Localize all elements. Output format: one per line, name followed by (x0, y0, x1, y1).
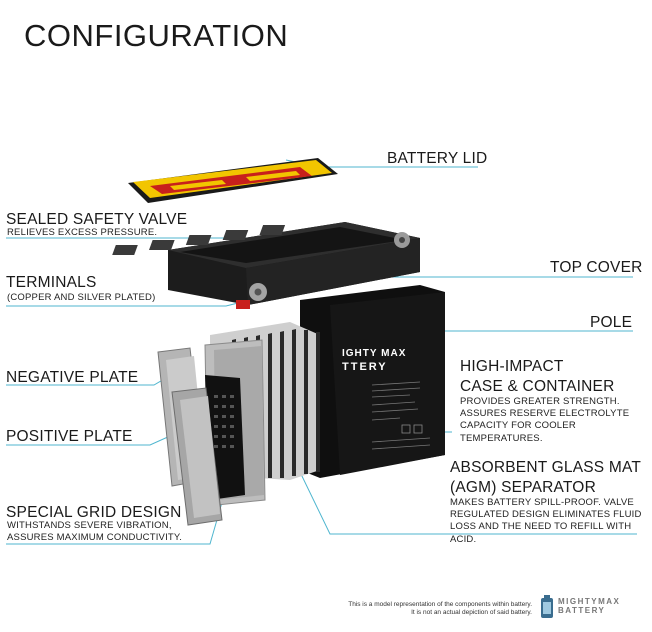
page-title: CONFIGURATION (24, 18, 289, 53)
sealed-safety-valve-desc: RELIEVES EXCESS PRESSURE. (7, 227, 158, 238)
high-impact-desc-line3: CAPACITY FOR COOLER TEMPERATURES. (460, 420, 576, 444)
special-grid-desc-line2: ASSURES MAXIMUM CONDUCTIVITY. (7, 532, 183, 543)
case-brand-line2: TTERY (342, 361, 388, 373)
footer-disclaimer: This is a model representation of the co… (300, 601, 532, 618)
label-negative-plate: NEGATIVE PLATE (6, 369, 139, 386)
high-impact-desc-line1: PROVIDES GREATER STRENGTH. (460, 396, 620, 407)
label-agm-line1: ABSORBENT GLASS MAT (450, 459, 641, 476)
plates-shape (157, 347, 223, 526)
logo-line1: MIGHTYMAX (558, 597, 621, 606)
label-battery-lid: BATTERY LID (387, 150, 488, 167)
label-pole: POLE (590, 314, 633, 331)
label-agm-line2: (AGM) SEPARATOR (450, 479, 596, 496)
logo-battery-icon (541, 595, 553, 618)
label-special-grid: SPECIAL GRID DESIGN (6, 504, 182, 521)
agm-desc-line3: LOSS AND THE NEED TO REFILL WITH ACID. (450, 521, 632, 545)
label-high-impact-line2: CASE & CONTAINER (460, 378, 615, 395)
brand-logo: MIGHTYMAX BATTERY (558, 597, 621, 616)
terminals-desc: (COPPER AND SILVER PLATED) (7, 292, 156, 303)
agm-desc-line2: REGULATED DESIGN ELIMINATES FLUID (450, 509, 642, 520)
logo-line2: BATTERY (558, 605, 606, 615)
footer-line1: This is a model representation of the co… (348, 601, 532, 608)
top-cover-shape (112, 222, 420, 309)
label-terminals: TERMINALS (6, 274, 97, 291)
case-brand-line1: IGHTY MAX (342, 348, 406, 359)
footer-line2: It is not an actual depiction of said ba… (411, 609, 532, 617)
label-positive-plate: POSITIVE PLATE (6, 428, 133, 445)
agm-desc-line1: MAKES BATTERY SPILL-PROOF. VALVE (450, 497, 634, 508)
battery-lid-shape (128, 158, 338, 203)
label-sealed-safety-valve: SEALED SAFETY VALVE (6, 211, 188, 228)
label-top-cover: TOP COVER (550, 259, 643, 276)
special-grid-desc-line1: WITHSTANDS SEVERE VIBRATION, (7, 520, 172, 531)
case-container-shape: IGHTY MAX TTERY (300, 285, 445, 478)
label-high-impact-line1: HIGH-IMPACT (460, 358, 564, 375)
high-impact-desc-line2: ASSURES RESERVE ELECTROLYTE (460, 408, 630, 419)
